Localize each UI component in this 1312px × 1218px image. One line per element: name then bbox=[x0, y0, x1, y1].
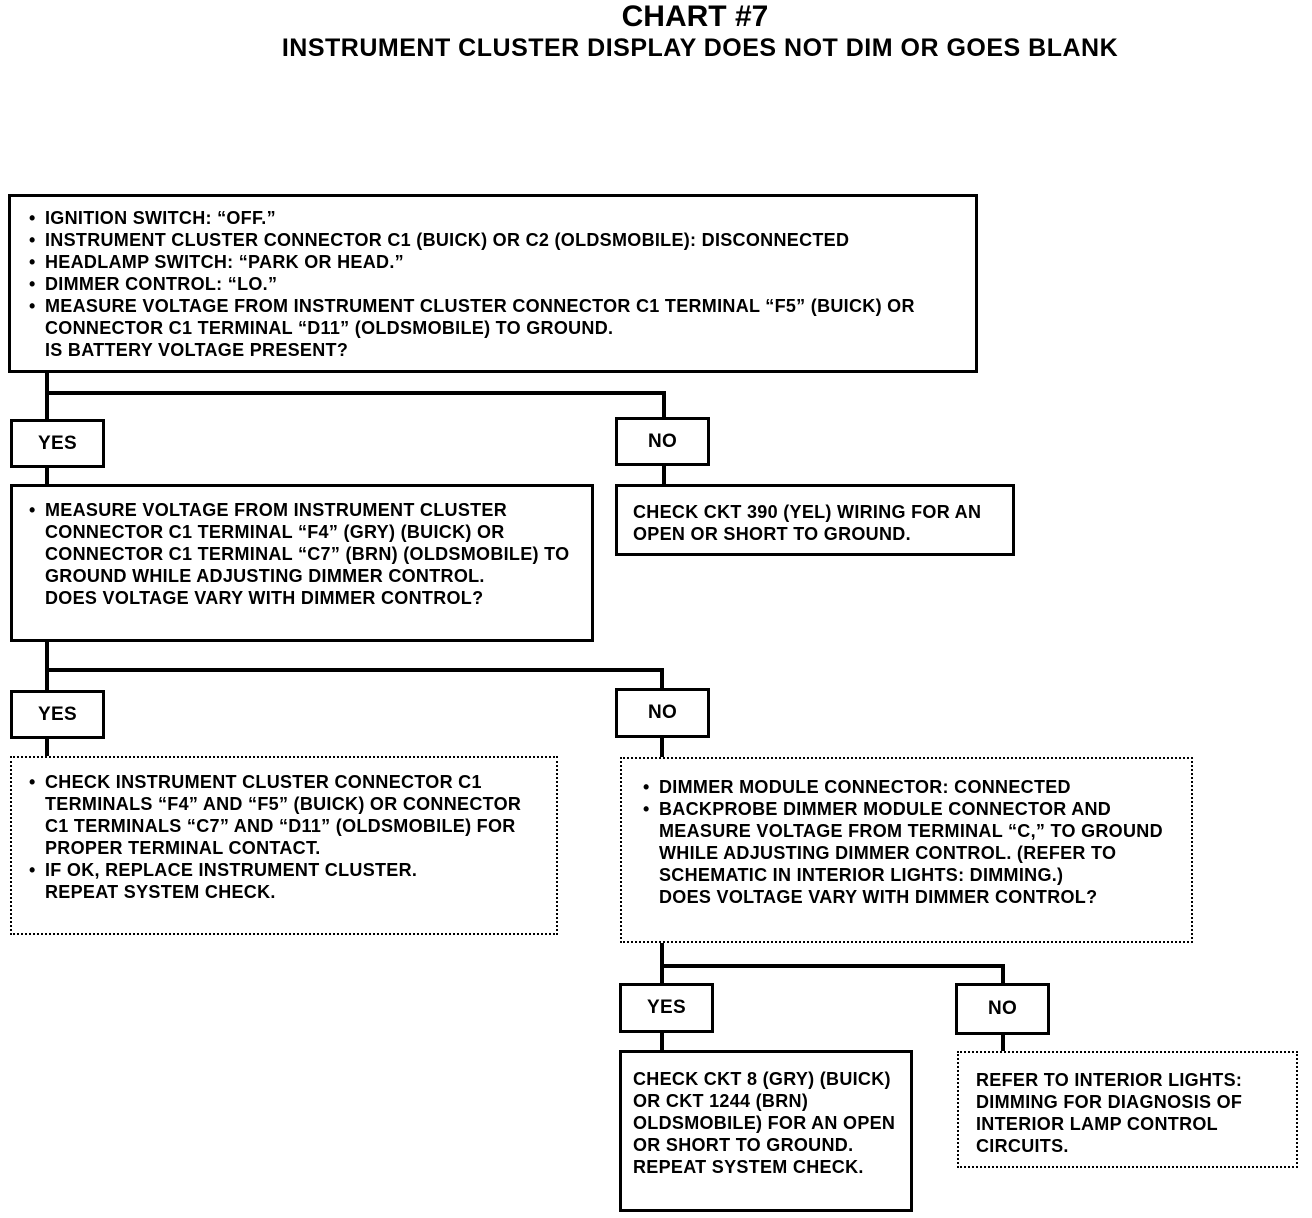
no1-result-box: CHECK CKT 390 (YEL) WIRING FOR AN OPEN O… bbox=[615, 484, 1015, 556]
chart-title: CHART #7 bbox=[621, 0, 769, 33]
yes2-result-box: CHECK INSTRUMENT CLUSTER CONNECTOR C1 TE… bbox=[10, 756, 558, 935]
step2-box: MEASURE VOLTAGE FROM INSTRUMENT CLUSTER … bbox=[10, 484, 594, 642]
step1-bullet: HEADLAMP SWITCH: “PARK OR HEAD.” bbox=[29, 251, 965, 273]
step1-box: IGNITION SWITCH: “OFF.” INSTRUMENT CLUST… bbox=[8, 194, 978, 373]
yes3-result-box: CHECK CKT 8 (GRY) (BUICK) OR CKT 1244 (B… bbox=[619, 1050, 913, 1212]
yes2-label: YES bbox=[10, 690, 105, 739]
step3-box: DIMMER MODULE CONNECTOR: CONNECTED BACKP… bbox=[620, 757, 1193, 943]
step1-bullets: IGNITION SWITCH: “OFF.” INSTRUMENT CLUST… bbox=[29, 207, 965, 339]
no3-result-text: REFER TO INTERIOR LIGHTS: DIMMING FOR DI… bbox=[976, 1070, 1243, 1156]
yes2-result-after: REPEAT SYSTEM CHECK. bbox=[45, 882, 276, 902]
no3-label: NO bbox=[955, 983, 1050, 1035]
step1-bullet: IGNITION SWITCH: “OFF.” bbox=[29, 207, 965, 229]
no2-label: NO bbox=[615, 688, 710, 738]
step2-question: DOES VOLTAGE VARY WITH DIMMER CONTROL? bbox=[45, 588, 484, 608]
yes3-label: YES bbox=[619, 983, 714, 1033]
yes2-result-bullet: IF OK, REPLACE INSTRUMENT CLUSTER. bbox=[29, 859, 546, 881]
step1-bullet: INSTRUMENT CLUSTER CONNECTOR C1 (BUICK) … bbox=[29, 229, 965, 251]
yes2-result-bullet: CHECK INSTRUMENT CLUSTER CONNECTOR C1 TE… bbox=[29, 771, 545, 859]
chart-subtitle: INSTRUMENT CLUSTER DISPLAY DOES NOT DIM … bbox=[281, 34, 1119, 62]
no3-result-box: REFER TO INTERIOR LIGHTS: DIMMING FOR DI… bbox=[957, 1051, 1298, 1168]
step1-bullet: MEASURE VOLTAGE FROM INSTRUMENT CLUSTER … bbox=[29, 295, 935, 339]
step1-bullet: DIMMER CONTROL: “LO.” bbox=[29, 273, 965, 295]
step3-bullet: DIMMER MODULE CONNECTOR: CONNECTED bbox=[643, 776, 1181, 798]
step3-question: DOES VOLTAGE VARY WITH DIMMER CONTROL? bbox=[659, 887, 1098, 907]
step3-bullets: DIMMER MODULE CONNECTOR: CONNECTED BACKP… bbox=[643, 776, 1181, 886]
step1-question: IS BATTERY VOLTAGE PRESENT? bbox=[45, 340, 349, 360]
yes3-result-text: CHECK CKT 8 (GRY) (BUICK) OR CKT 1244 (B… bbox=[633, 1069, 896, 1177]
yes1-label: YES bbox=[10, 419, 105, 468]
no1-label: NO bbox=[615, 417, 710, 466]
no1-result-text: CHECK CKT 390 (YEL) WIRING FOR AN OPEN O… bbox=[633, 502, 982, 544]
step2-bullets: MEASURE VOLTAGE FROM INSTRUMENT CLUSTER … bbox=[29, 499, 581, 587]
yes2-result-bullets: CHECK INSTRUMENT CLUSTER CONNECTOR C1 TE… bbox=[29, 771, 546, 881]
step2-bullet: MEASURE VOLTAGE FROM INSTRUMENT CLUSTER … bbox=[29, 499, 580, 587]
step3-bullet: BACKPROBE DIMMER MODULE CONNECTOR AND ME… bbox=[643, 798, 1179, 886]
